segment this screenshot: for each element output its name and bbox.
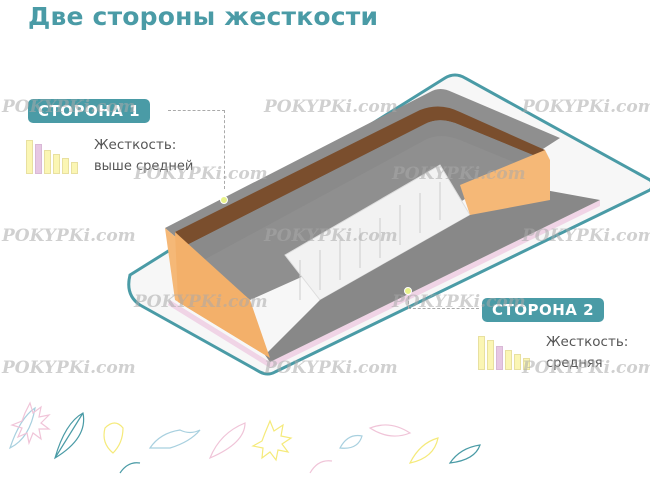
side-1-badge: СТОРОНА 1 [28,99,151,123]
watermark: POKYPKi.com [134,164,268,184]
watermark: POKYPKi.com [522,97,650,117]
watermark: POKYPKi.com [264,97,398,117]
side-1-stiffness-bars [26,138,78,174]
watermark: POKYPKi.com [522,358,650,378]
bar [487,340,494,370]
bar-highlight [496,346,503,370]
bar [505,350,512,370]
watermark: POKYPKi.com [392,164,526,184]
bar [26,140,33,174]
watermark: POKYPKi.com [2,358,136,378]
leader-line-2 [408,296,479,309]
watermark: POKYPKi.com [264,226,398,246]
side-2-badge: СТОРОНА 2 [482,298,605,322]
page-title: Две стороны жесткости [28,2,379,31]
watermark: POKYPKi.com [134,292,268,312]
bar [62,158,69,174]
bar [523,358,530,370]
side-1-stiffness-label: Жесткость: [94,137,177,153]
watermark: POKYPKi.com [264,358,398,378]
bar [71,162,78,174]
bar [514,354,521,370]
watermark: POKYPKi.com [522,226,650,246]
side-2-stiffness-value: средняя [546,356,603,371]
bar [44,150,51,174]
bar-highlight [35,144,42,174]
watermark: POKYPKi.com [2,97,136,117]
side-1-stiffness-value: выше средней [94,159,194,174]
side-2-stiffness-label: Жесткость: [546,334,629,350]
leader-line-1 [168,110,225,189]
watermark: POKYPKi.com [2,226,136,246]
side-2-stiffness-bars [478,334,530,370]
watermark: POKYPKi.com [392,292,526,312]
bar [53,154,60,174]
bar [478,336,485,370]
leaves-decoration [8,401,481,474]
